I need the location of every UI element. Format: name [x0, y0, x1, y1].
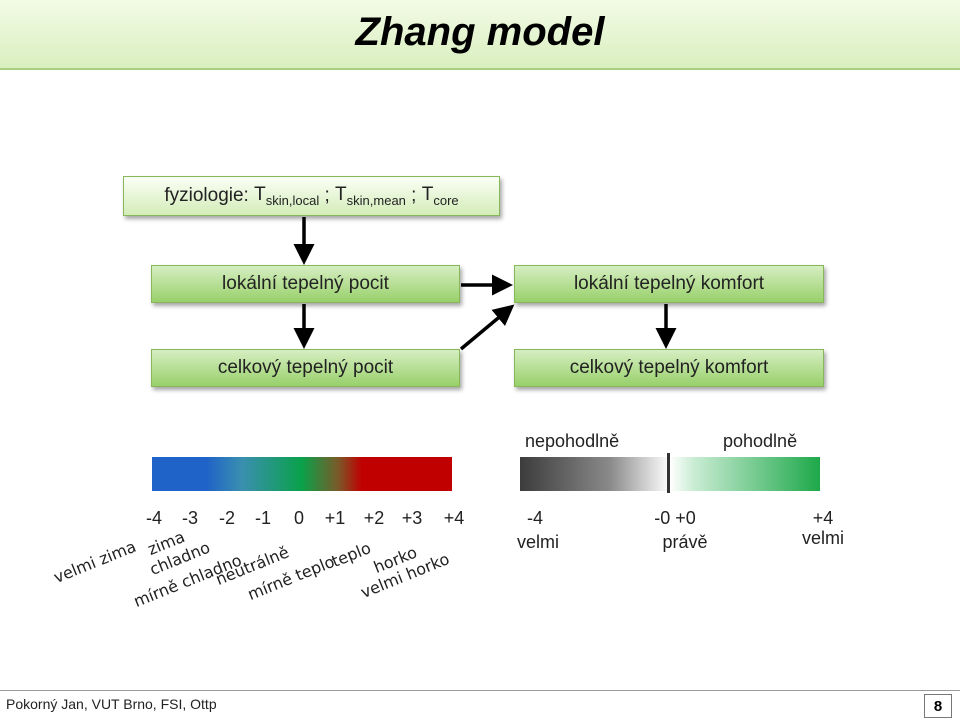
comfort-tick-value: +4: [812, 508, 834, 528]
t-skin-local: Tskin,local: [254, 184, 320, 208]
local-comfort-box: lokální tepelný komfort: [514, 265, 824, 303]
comfort-tick-word: velmi: [801, 528, 844, 548]
sensation-scale-value: +1: [324, 508, 346, 528]
comfort-zero-marker: [667, 453, 670, 493]
comfort-tick-value: -0 +0: [654, 508, 696, 528]
comfort-tick-word: velmi: [516, 532, 559, 552]
sensation-color-bar: [152, 457, 452, 491]
sensation-scale-value: -2: [218, 508, 235, 528]
sensation-scale-value: -3: [181, 508, 198, 528]
sensation-scale-value: +4: [443, 508, 465, 528]
separator: ;: [405, 185, 422, 206]
footer-divider: [0, 690, 960, 691]
slide-title: Zhang model: [355, 10, 605, 54]
comfort-tick-value: -4: [526, 508, 543, 528]
separator: ;: [319, 185, 336, 206]
t-core: Tcore: [421, 184, 459, 208]
overall-sensation-box: celkový tepelný pocit: [151, 349, 460, 387]
sensation-scale-value: -4: [145, 508, 162, 528]
comfort-color-bar: [520, 457, 820, 491]
physiology-prefix: fyziologie:: [164, 185, 255, 206]
comfort-right-label: pohodlně: [723, 431, 798, 451]
comfort-tick-word: právě: [662, 532, 708, 552]
sensation-scale-value: +2: [363, 508, 385, 528]
page-number: 8: [924, 694, 952, 718]
overall-comfort-box: celkový tepelný komfort: [514, 349, 824, 387]
sensation-scale-value: 0: [293, 508, 304, 528]
comfort-left-label: nepohodlně: [525, 431, 620, 451]
t-skin-mean: Tskin,mean: [335, 184, 406, 208]
physiology-box: fyziologie: Tskin,local ; Tskin,mean ; T…: [123, 176, 500, 216]
local-sensation-box: lokální tepelný pocit: [151, 265, 460, 303]
arrow-overall-sensation-to-local-comfort: [459, 304, 515, 351]
footer-author: Pokorný Jan, VUT Brno, FSI, Ottp: [6, 696, 217, 712]
sensation-scale-value: -1: [254, 508, 271, 528]
sensation-scale-value: +3: [401, 508, 423, 528]
title-band: [0, 0, 960, 70]
